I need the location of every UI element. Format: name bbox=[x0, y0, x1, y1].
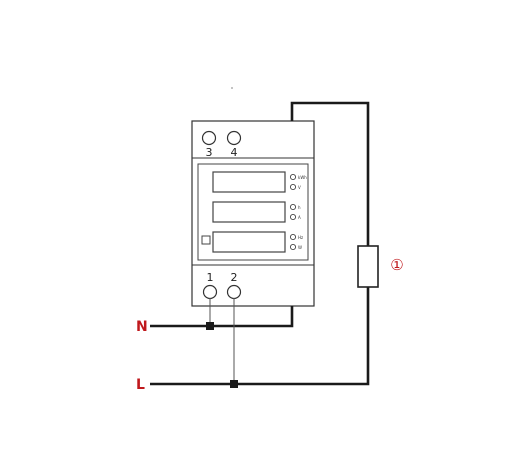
terminal-4-screw bbox=[226, 130, 242, 146]
neutral-wire bbox=[150, 306, 294, 328]
display-window-3 bbox=[212, 231, 286, 253]
terminal-2-screw bbox=[226, 284, 242, 300]
live-wire bbox=[150, 287, 370, 386]
indicator-label: A bbox=[298, 215, 301, 220]
live-label: L bbox=[136, 377, 145, 393]
indicator-group-1: kWh V bbox=[289, 173, 307, 191]
neutral-junction bbox=[206, 322, 214, 330]
indicator-led bbox=[289, 243, 297, 251]
indicator-led bbox=[289, 203, 297, 211]
terminal-3-screw bbox=[201, 130, 217, 146]
energy-meter: 3 4 1 2 kWh V h A Hz W bbox=[191, 120, 315, 307]
neutral-label: N bbox=[136, 319, 148, 335]
indicator-group-2: h A bbox=[289, 203, 301, 221]
display-window-1 bbox=[212, 171, 286, 193]
indicator-label: V bbox=[298, 185, 301, 190]
load-resistor bbox=[357, 245, 379, 288]
wiring bbox=[150, 101, 370, 388]
meter-button bbox=[201, 235, 211, 245]
display-window-2 bbox=[212, 201, 286, 223]
indicator-label: W bbox=[298, 245, 302, 250]
indicator-label: h bbox=[298, 205, 301, 210]
terminal-1-label: 1 bbox=[207, 271, 214, 284]
indicator-led bbox=[289, 233, 297, 241]
live-junction bbox=[230, 380, 238, 388]
terminal-2-label: 2 bbox=[231, 271, 238, 284]
terminal-1-screw bbox=[202, 284, 218, 300]
indicator-group-3: Hz W bbox=[289, 233, 303, 251]
indicator-label: Hz bbox=[298, 235, 303, 240]
load: ① bbox=[357, 245, 404, 288]
load-feed-wire bbox=[290, 101, 370, 246]
indicator-led bbox=[289, 183, 297, 191]
terminal-4-label: 4 bbox=[231, 146, 238, 159]
load-marker: ① bbox=[390, 256, 403, 274]
indicator-led bbox=[289, 213, 297, 221]
indicator-label: kWh bbox=[298, 175, 307, 180]
indicator-led bbox=[289, 173, 297, 181]
terminal-3-label: 3 bbox=[206, 146, 213, 159]
